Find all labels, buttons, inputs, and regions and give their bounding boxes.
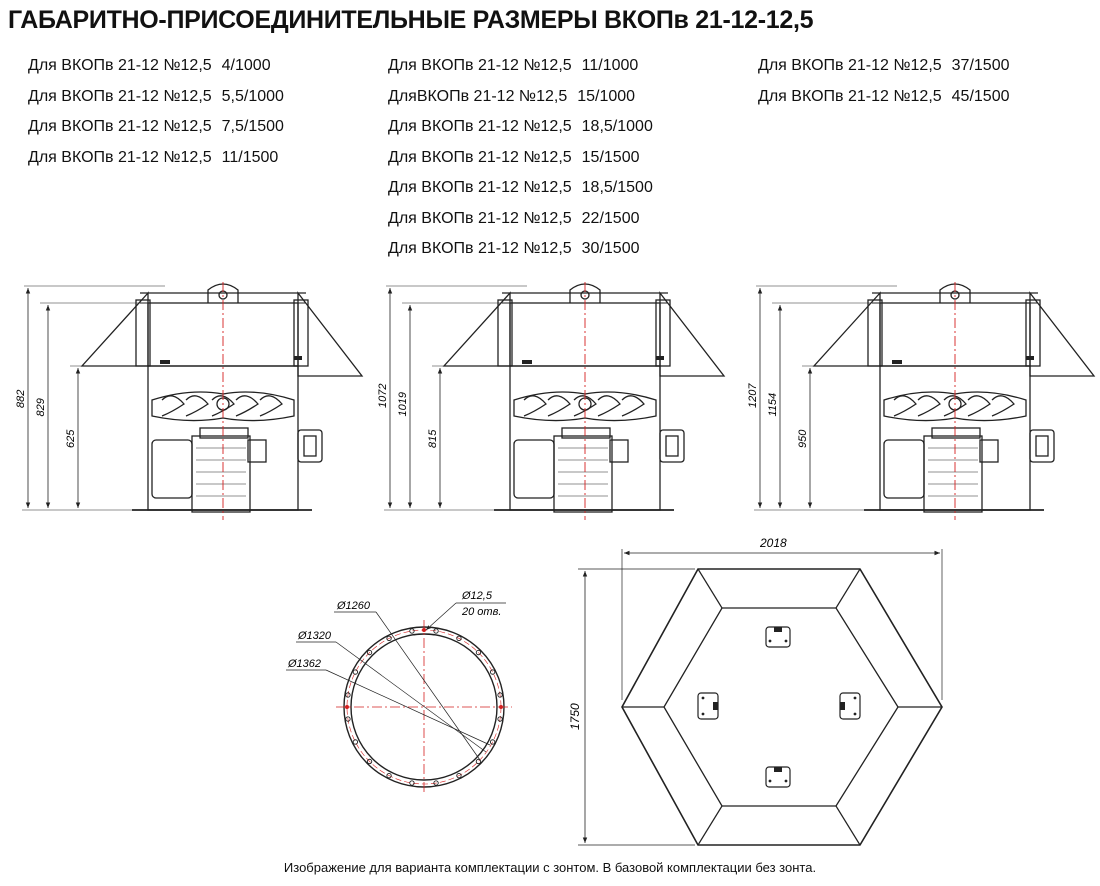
bolt-hole — [366, 758, 373, 765]
side-view: 882 829 625 — [15, 282, 364, 520]
side-view: 1207 1154 950 — [747, 282, 1096, 520]
bolt-hole — [345, 692, 351, 698]
model-name: Для ВКОПв 21-12 №12,5 — [388, 118, 572, 135]
model-row: Для ВКОПв 21-12 №12,5 4/1000 — [28, 51, 284, 82]
dimension-lower: 625 — [65, 429, 77, 448]
model-name: Для ВКОПв 21-12 №12,5 — [388, 209, 572, 227]
model-row: Для ВКОПв 21-12 №12,5 7,5/1500 — [28, 112, 284, 143]
model-spec: 37/1500 — [951, 57, 1010, 74]
lifting-lug — [765, 766, 791, 788]
flange-d-outer: Ø1362 — [287, 658, 321, 670]
hood-height-dimension: 1750 — [568, 703, 582, 730]
model-row: Для ВКОПв 21-12 №12,5 15/1500 — [388, 143, 653, 174]
model-row: Для ВКОПв 21-12 №12,5 37/1500 — [758, 51, 1010, 82]
bolt-hole — [433, 628, 439, 634]
footnote: Изображение для варианта комплектации с … — [283, 860, 817, 875]
model-spec: 18,5/1000 — [581, 118, 653, 135]
model-row: Для ВКОПв 21-12 №12,5 11/1500 — [28, 143, 284, 174]
model-spec: 30/1500 — [581, 240, 640, 257]
flange-d-bolt: Ø1320 — [297, 630, 332, 642]
dimension-middle: 1154 — [767, 393, 779, 417]
bolt-hole — [489, 739, 496, 745]
flange-d-inner: Ø1260 — [336, 600, 371, 612]
model-row: Для ВКОПв 21-12 №12,5 18,5/1000 — [388, 112, 653, 143]
dimension-middle: 829 — [35, 398, 47, 416]
model-spec: 11/1000 — [581, 57, 639, 74]
bolt-hole — [352, 669, 359, 675]
bolt-hole — [433, 780, 439, 786]
dimension-total: 1207 — [747, 383, 759, 408]
model-row: Для ВКОПв 21-12 №12,5 30/1500 — [388, 234, 653, 265]
model-spec: 7,5/1500 — [221, 118, 284, 135]
bolt-hole — [345, 716, 351, 722]
model-name: ДляВКОПв 21-12 №12,5 — [388, 87, 568, 105]
model-name: Для ВКОПв 21-12 №12,5 — [28, 148, 212, 166]
side-view: 1072 1019 815 — [377, 282, 726, 520]
flange-hole-diameter: Ø12,5 — [461, 590, 493, 602]
model-spec: 22/1500 — [581, 209, 640, 227]
bolt-hole — [489, 669, 496, 675]
model-row: Для ВКОПв 21-12 №12,5 18,5/1500 — [388, 173, 653, 204]
model-row: Для ВКОПв 21-12 №12,5 5,5/1000 — [28, 82, 284, 113]
model-row: Для ВКОПв 21-12 №12,5 22/1500 — [388, 204, 653, 235]
model-spec: 18,5/1500 — [581, 179, 653, 196]
bolt-hole — [456, 635, 462, 642]
model-name: Для ВКОПв 21-12 №12,5 — [28, 87, 212, 105]
flange-hole-count: 20 отв. — [461, 606, 501, 618]
model-spec: 11/1500 — [221, 148, 279, 166]
lifting-lug — [839, 692, 861, 720]
lifting-lug — [697, 692, 719, 720]
lifting-lug — [765, 626, 791, 648]
model-name: Для ВКОПв 21-12 №12,5 — [388, 57, 572, 74]
model-name: Для ВКОПв 21-12 №12,5 — [758, 57, 942, 74]
dimension-total: 1072 — [377, 384, 389, 408]
bolt-hole — [352, 739, 359, 745]
page-title: ГАБАРИТНО-ПРИСОЕДИНИТЕЛЬНЫЕ РАЗМЕРЫ ВКОП… — [8, 6, 814, 34]
flange-view: Ø1260 Ø1320 Ø1362 Ø12,5 20 отв. — [286, 590, 512, 794]
model-spec: 4/1000 — [221, 57, 271, 74]
model-row: Для ВКОПв 21-12 №12,5 45/1500 — [758, 82, 1010, 113]
dimension-middle: 1019 — [397, 392, 409, 416]
model-name: Для ВКОПв 21-12 №12,5 — [388, 240, 572, 257]
bolt-hole — [386, 772, 392, 779]
model-name: Для ВКОПв 21-12 №12,5 — [28, 118, 212, 135]
dimension-total: 882 — [15, 390, 27, 408]
model-row: ДляВКОПв 21-12 №12,5 15/1000 — [388, 82, 653, 113]
bolt-hole — [497, 716, 503, 722]
axis-point — [345, 705, 349, 709]
dimension-lower: 815 — [427, 429, 439, 448]
bolt-hole — [366, 649, 373, 656]
model-row: Для ВКОПв 21-12 №12,5 11/1000 — [388, 51, 653, 82]
bolt-hole — [475, 649, 482, 656]
model-spec: 15/1500 — [581, 148, 640, 166]
model-spec: 45/1500 — [951, 87, 1010, 105]
model-name: Для ВКОПв 21-12 №12,5 — [28, 57, 212, 74]
model-name: Для ВКОПв 21-12 №12,5 — [758, 87, 942, 105]
bolt-hole — [409, 780, 415, 786]
hood-width-dimension: 2018 — [759, 536, 787, 550]
bolt-hole — [475, 758, 482, 765]
bolt-hole — [409, 628, 415, 634]
model-name: Для ВКОПв 21-12 №12,5 — [388, 148, 572, 166]
model-name: Для ВКОПв 21-12 №12,5 — [388, 179, 572, 196]
bolt-hole — [456, 772, 462, 779]
hood-top-view: 2018 1750 — [568, 536, 943, 846]
bolt-hole — [497, 692, 503, 698]
model-spec: 15/1000 — [577, 87, 636, 105]
bolt-hole — [386, 635, 392, 642]
dimension-lower: 950 — [797, 429, 809, 448]
model-spec: 5,5/1000 — [221, 87, 284, 105]
